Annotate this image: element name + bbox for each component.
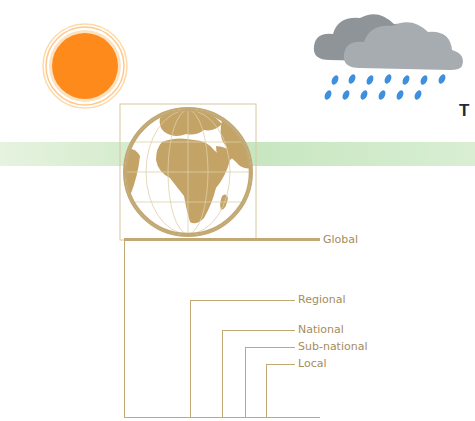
scale-label: Local bbox=[298, 357, 327, 370]
national-box: NationalSub-nationalLocal bbox=[222, 330, 295, 418]
scale-label: National bbox=[298, 323, 344, 336]
sun-icon bbox=[43, 24, 127, 108]
global-box: GlobalRegionalNationalSub-nationalLocal bbox=[124, 240, 320, 418]
regional-box: RegionalNationalSub-nationalLocal bbox=[190, 300, 295, 418]
globe-icon bbox=[120, 104, 320, 240]
scale-label: Regional bbox=[298, 293, 345, 306]
title-fragment: T bbox=[459, 101, 469, 121]
subnational-box: Sub-nationalLocal bbox=[245, 347, 295, 418]
scale-label: Sub-national bbox=[298, 340, 368, 353]
local-box: Local bbox=[266, 364, 295, 418]
scale-label: Global bbox=[323, 233, 358, 246]
rain-cloud-icon bbox=[314, 14, 463, 101]
